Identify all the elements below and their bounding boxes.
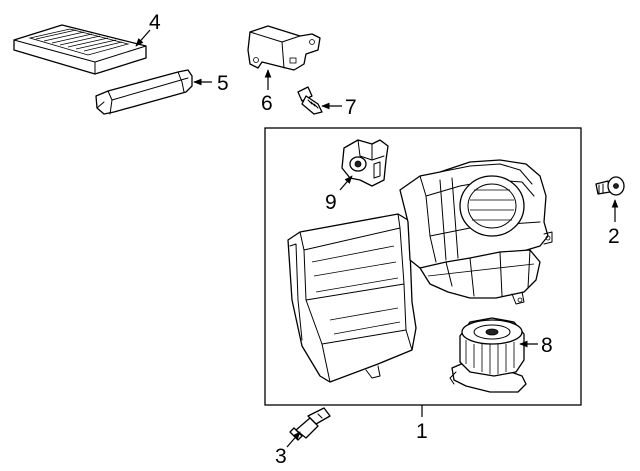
leader-3 bbox=[286, 431, 301, 448]
callout-2: 2 bbox=[608, 225, 620, 248]
leader-4 bbox=[135, 29, 151, 47]
assembly-frame bbox=[264, 127, 582, 406]
blower-motor[interactable] bbox=[449, 317, 527, 393]
bolt-2[interactable] bbox=[595, 176, 625, 196]
leader-9 bbox=[339, 175, 353, 191]
callout-7: 7 bbox=[345, 96, 357, 119]
bolt-3[interactable] bbox=[289, 407, 331, 441]
screw[interactable] bbox=[297, 86, 323, 115]
callout-9: 9 bbox=[325, 191, 337, 214]
control-module[interactable] bbox=[247, 25, 321, 71]
callout-3: 3 bbox=[275, 445, 287, 468]
blower-housing[interactable] bbox=[287, 159, 553, 383]
actuator[interactable] bbox=[341, 139, 389, 187]
filter-cover[interactable] bbox=[95, 69, 193, 115]
callout-1: 1 bbox=[416, 420, 428, 443]
callout-5: 5 bbox=[217, 72, 229, 95]
callout-4: 4 bbox=[149, 11, 161, 34]
callout-6: 6 bbox=[261, 92, 273, 115]
cabin-air-filter[interactable] bbox=[13, 24, 147, 75]
callout-8: 8 bbox=[541, 334, 553, 357]
